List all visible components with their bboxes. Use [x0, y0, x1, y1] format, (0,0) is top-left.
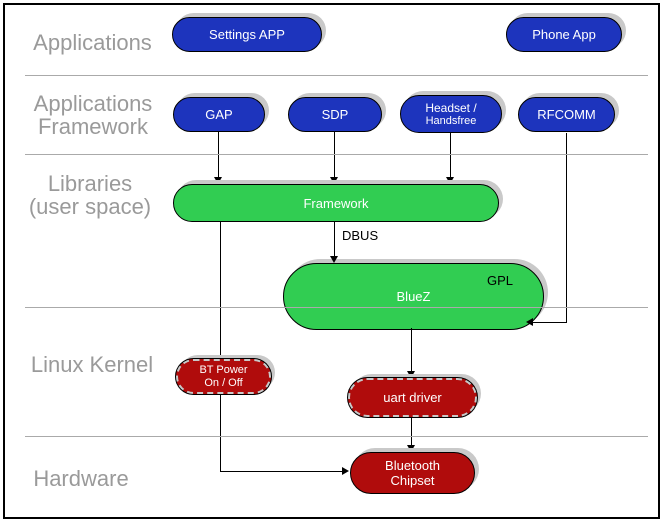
node-label-line: On / Off — [204, 376, 243, 389]
dbus-edge-label: DBUS — [342, 228, 379, 243]
layer-label-line: Applications — [33, 91, 153, 116]
node-uart-driver: uart driver — [348, 378, 477, 417]
node-phone-app: Phone App — [506, 17, 622, 52]
node-sdp: SDP — [288, 97, 382, 132]
arrowhead-left-icon — [526, 318, 533, 326]
connector-framework-chipset-horizontal — [220, 471, 343, 472]
node-label-line: Bluetooth — [385, 458, 440, 473]
layer-label-line: Framework — [37, 114, 148, 139]
arrowhead-down-icon — [330, 256, 338, 263]
node-rfcomm: RFCOMM — [518, 97, 615, 132]
arrowhead-down-icon — [407, 445, 415, 452]
connector-uart-chipset — [411, 413, 412, 447]
arrowhead-down-icon — [214, 177, 222, 184]
node-label-line: BT Power — [199, 363, 248, 376]
layer-divider — [25, 154, 648, 155]
node-label-line: Chipset — [390, 473, 435, 488]
connector-rfcomm-bluez-horizontal — [530, 322, 567, 323]
layer-label-linux-kernel: Linux Kernel — [30, 352, 154, 377]
connector-framework-chipset-vertical — [220, 220, 221, 471]
node-framework: Framework — [173, 184, 499, 222]
layer-label-applications: Applications — [33, 30, 152, 55]
node-bt-power: BT Power On / Off — [176, 359, 271, 394]
node-gap: GAP — [173, 97, 265, 132]
arrowhead-right-icon — [342, 467, 349, 475]
connector-bluez-uart — [411, 328, 412, 373]
layer-label-libraries: Libraries (user space) — [12, 172, 168, 218]
node-settings-app: Settings APP — [172, 17, 322, 52]
layer-divider — [25, 75, 648, 76]
gpl-badge: GPL — [486, 273, 513, 288]
node-label-line: Handsfree — [425, 114, 477, 127]
connector-rfcomm-bluez-vertical — [566, 133, 567, 322]
arrowhead-down-icon — [330, 177, 338, 184]
node-bluetooth-chipset: Bluetooth Chipset — [350, 452, 475, 494]
layer-label-hardware: Hardware — [33, 466, 129, 491]
node-headset-handsfree: Headset / Handsfree — [400, 95, 502, 133]
diagram-border — [3, 3, 660, 519]
node-label-line: Headset / — [425, 100, 477, 115]
layer-label-applications-framework: Applications Framework — [18, 92, 168, 138]
layer-label-line: (user space) — [28, 194, 152, 219]
node-bluez: BlueZ GPL — [283, 263, 544, 330]
arrowhead-down-icon — [407, 371, 415, 378]
connector-framework-bluez — [334, 220, 335, 258]
node-label: BlueZ — [396, 289, 431, 304]
layer-divider — [25, 436, 648, 437]
layer-divider — [25, 307, 648, 308]
arrowhead-down-icon — [446, 177, 454, 184]
layer-label-line: Libraries — [47, 171, 133, 196]
